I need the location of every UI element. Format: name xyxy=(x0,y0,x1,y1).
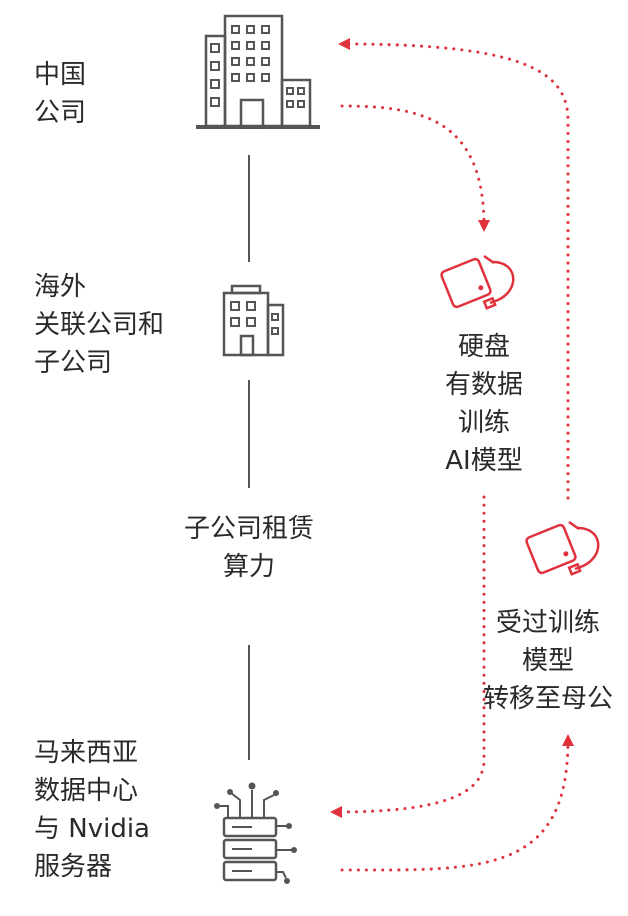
hard-drive-icon-2 xyxy=(525,520,600,576)
server-rack-icon xyxy=(214,782,297,884)
small-office-building-icon xyxy=(222,284,285,357)
arrow-drive-to-datacenter xyxy=(330,495,486,818)
large-office-building-icon xyxy=(196,14,320,129)
label-trained-model-transfer: 受过训练 模型 转移至母公 xyxy=(482,608,613,714)
label-subsidiary-rental: 子公司租赁 算力 xyxy=(183,514,314,582)
arrow-china-to-drive xyxy=(340,104,490,232)
hard-drive-icon xyxy=(440,254,515,310)
arrow-datacenter-to-model xyxy=(340,734,574,872)
label-hard-drive-data: 硬盘 有数据 训练 AI模型 xyxy=(444,332,523,476)
arrow-model-to-china xyxy=(338,38,570,500)
label-china-company: 中国 公司 xyxy=(34,60,87,128)
label-malaysia-datacenter: 马来西亚 数据中心 与 Nvidia 服务器 xyxy=(34,738,150,882)
label-overseas-affiliates: 海外 关联公司和 子公司 xyxy=(34,272,165,378)
